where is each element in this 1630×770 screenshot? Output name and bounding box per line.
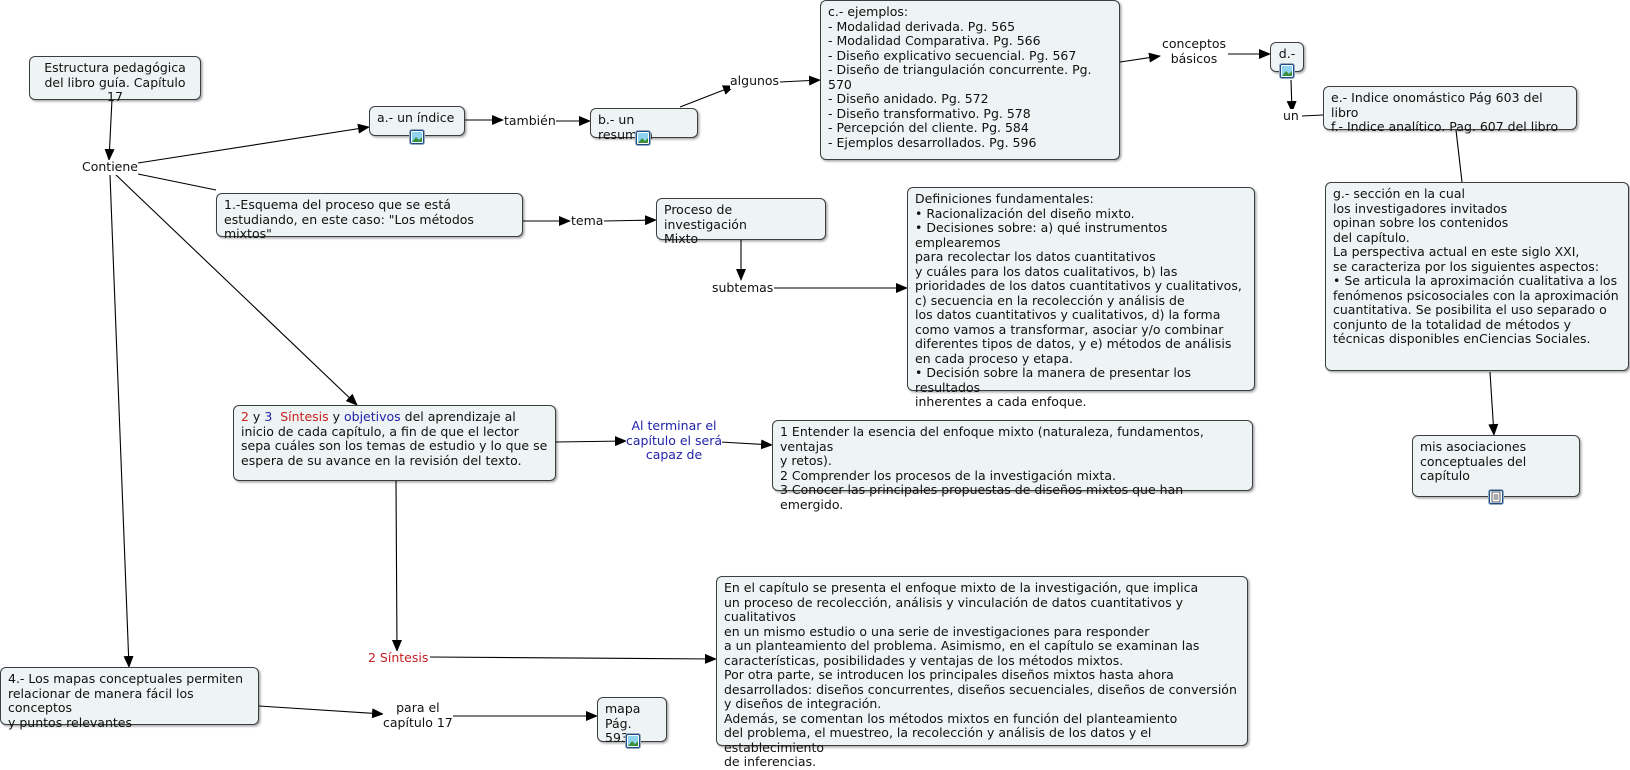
objetivos-word: objetivos <box>344 409 401 424</box>
image-icon[interactable] <box>410 130 424 144</box>
indices-node[interactable]: e.- Indice onomástico Pág 603 del libro … <box>1323 86 1577 134</box>
objetivos-list-node[interactable]: 1 Entender la esencia del enfoque mixto … <box>772 420 1253 511</box>
link-contiene-sintesis <box>114 173 358 406</box>
link-estructura-contiene <box>104 98 115 161</box>
link-g-asociaciones <box>1488 371 1499 436</box>
link-algunos-ejemplos <box>779 75 821 86</box>
link-alterminar-objetivos <box>719 439 773 450</box>
image-icon[interactable] <box>636 131 650 145</box>
link-contiene-esquema <box>137 173 217 191</box>
link-ejemplos-conceptos <box>1119 52 1161 63</box>
label-tema[interactable]: tema <box>571 213 604 229</box>
link-tema-proceso <box>603 215 657 226</box>
asociaciones-node[interactable]: mis asociaciones conceptuales del capítu… <box>1412 435 1580 497</box>
label-un[interactable]: un <box>1283 108 1299 124</box>
mapas-node[interactable]: 4.- Los mapas conceptuales permiten rela… <box>0 667 259 729</box>
document-icon[interactable] <box>1489 490 1503 504</box>
estructura-node[interactable]: Estructura pedagógica del libro guía. Ca… <box>29 56 201 104</box>
seccion-invitados-node[interactable]: g.- sección en la cual los investigadore… <box>1325 182 1629 371</box>
label-al-terminar[interactable]: Al terminar el capítulo el será capaz de <box>626 418 722 463</box>
link-sintesis-2sintesis <box>391 480 402 652</box>
link-d-un <box>1286 79 1297 113</box>
sintesis-objetivos-node[interactable]: 2 y 3 Síntesis y objetivos del aprendiza… <box>233 405 556 481</box>
label-2-sintesis[interactable]: 2 Síntesis <box>368 650 429 666</box>
numero-2: 2 <box>241 409 249 424</box>
label-conceptos-basicos[interactable]: conceptos básicos <box>1162 36 1227 66</box>
label-tambien[interactable]: también <box>504 113 556 129</box>
d-node[interactable]: d.- <box>1270 42 1304 72</box>
proceso-node[interactable]: Proceso de investigación Mixto <box>656 198 826 246</box>
connection-lines <box>104 49 1499 721</box>
sintesis-word: Síntesis <box>280 409 329 424</box>
sintesis-rest: del aprendizaje al inicio de cada capítu… <box>241 409 548 468</box>
label-algunos[interactable]: algunos <box>730 73 780 89</box>
link-un-indices <box>1301 114 1324 117</box>
link-mapas-paraelcapitulo <box>258 705 384 719</box>
ejemplos-node[interactable]: c.- ejemplos: - Modalidad derivada. Pg. … <box>820 0 1120 160</box>
resumen-capitulo-node[interactable]: En el capítulo se presenta el enfoque mi… <box>716 576 1248 769</box>
definiciones-node[interactable]: Definiciones fundamentales: • Racionaliz… <box>907 187 1255 409</box>
image-icon[interactable] <box>626 734 640 748</box>
link-contiene-mapas <box>109 174 134 668</box>
label-para-el-capitulo[interactable]: para el capítulo 17 <box>383 700 453 730</box>
y-connector-2: y <box>328 409 344 424</box>
numero-3: 3 <box>264 409 273 424</box>
esquema-node[interactable]: 1.-Esquema del proceso que se está estud… <box>216 193 523 241</box>
y-connector-1: y <box>248 409 265 424</box>
label-subtemas[interactable]: subtemas <box>712 280 774 296</box>
link-contiene-indice <box>137 123 370 164</box>
image-icon[interactable] <box>1280 64 1294 78</box>
link-indices-g <box>1455 129 1463 183</box>
link-sintesis-alterminar <box>555 436 627 447</box>
link-2sintesis-resumen <box>429 653 717 664</box>
label-contiene[interactable]: Contiene <box>82 159 138 175</box>
link-resumen-algunos <box>679 85 735 108</box>
